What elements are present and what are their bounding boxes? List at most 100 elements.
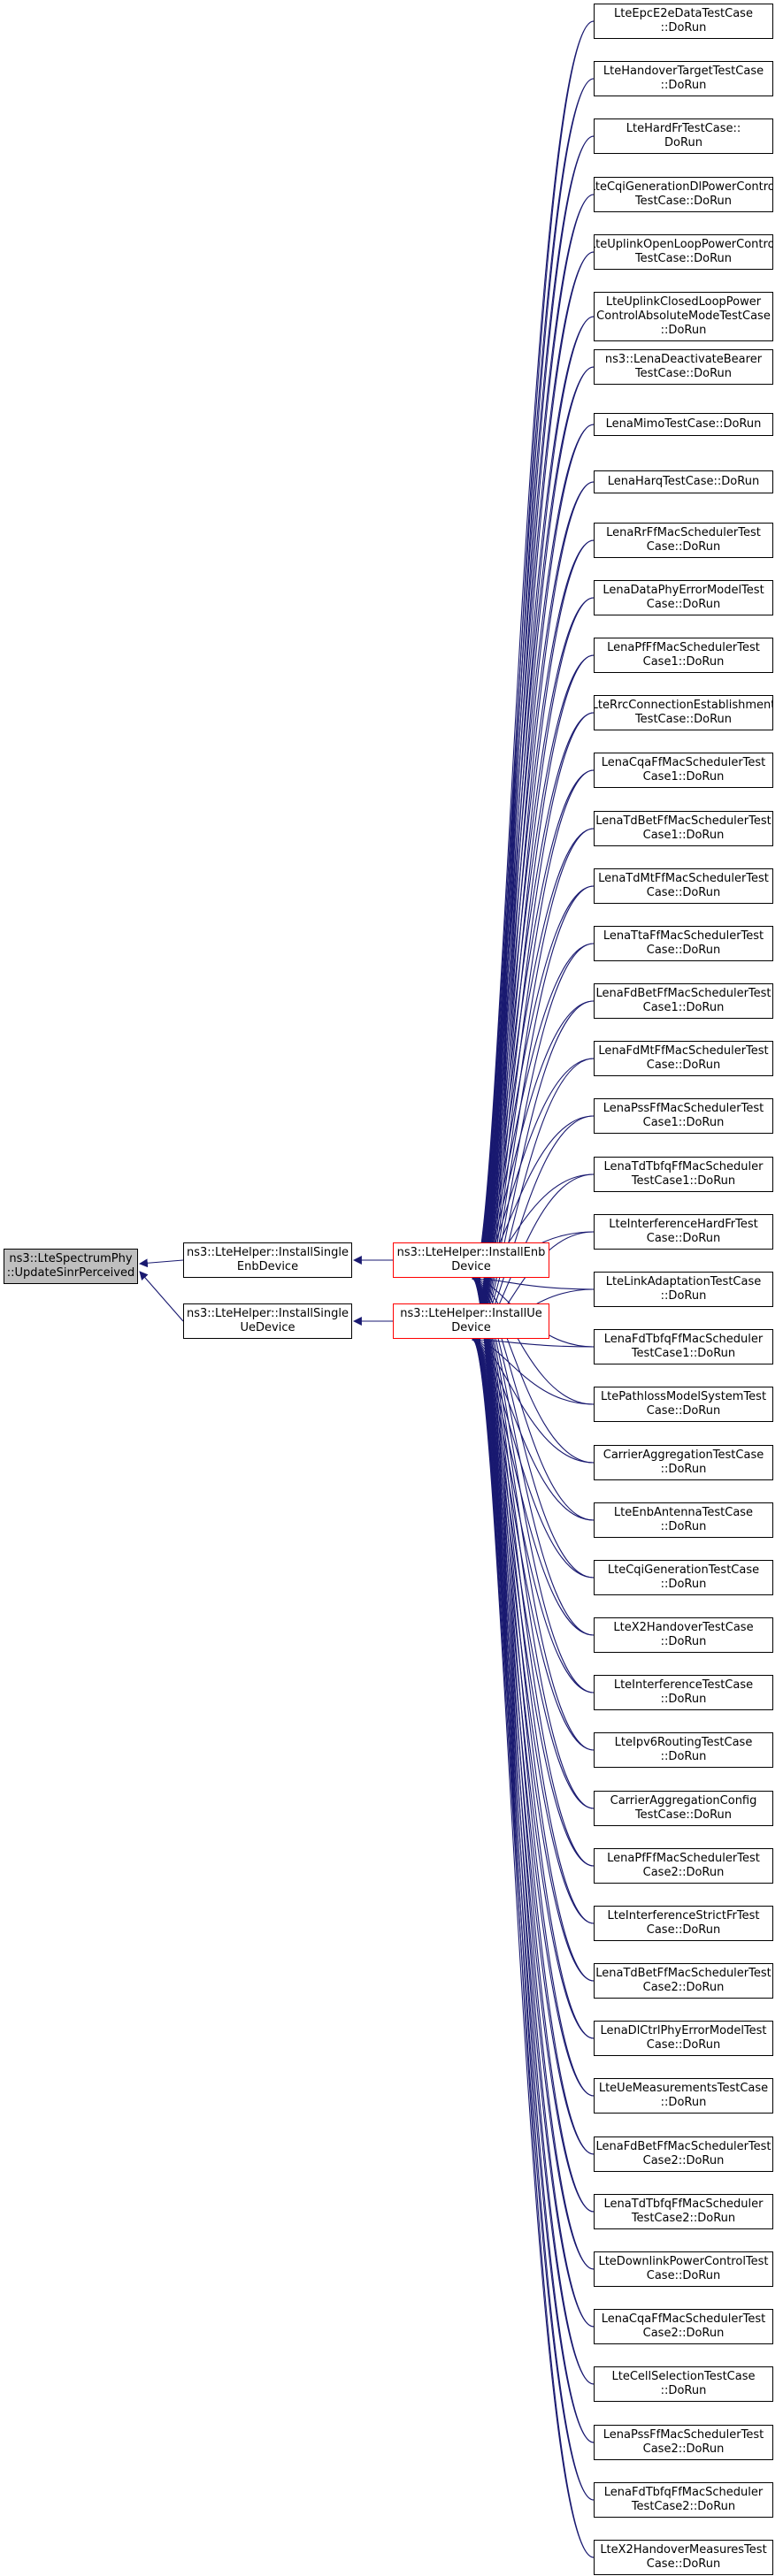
caller-node[interactable]: LteCqiGenerationTestCase::DoRun (594, 1560, 773, 1595)
caller-node-line: Case::DoRun (646, 944, 721, 957)
caller-node-line: LteRrcConnectionEstablishment (594, 699, 773, 712)
caller-node[interactable]: LteInterferenceTestCase::DoRun (594, 1675, 773, 1710)
edge-enb-single-to-root (139, 1258, 184, 1268)
caller-node-line: Case::DoRun (646, 2557, 721, 2571)
edge-caller-to-install-enb (472, 1274, 595, 1405)
caller-node-line: LteUeMeasurementsTestCase (598, 2082, 769, 2095)
node-line: UeDevice (240, 1321, 296, 1334)
caller-node-line: LteCqiGenerationDlPowerControl (594, 180, 773, 194)
edge-caller-to-install-enb (472, 1274, 595, 1521)
caller-node-line: ::DoRun (660, 21, 707, 34)
caller-node-line: ControlAbsoluteModeTestCase (596, 310, 771, 323)
node-install-ue-device[interactable]: ns3::LteHelper::InstallUe Device (393, 1303, 549, 1339)
caller-node[interactable]: LenaHarqTestCase::DoRun (594, 470, 773, 493)
caller-node-line: Case1::DoRun (642, 1001, 725, 1014)
edge-caller-to-install-enb (472, 1274, 595, 2558)
node-install-single-enb-device[interactable]: ns3::LteHelper::InstallSingle EnbDevice (183, 1242, 352, 1278)
caller-node-line: ::DoRun (660, 79, 707, 92)
caller-node[interactable]: LteLinkAdaptationTestCase::DoRun (594, 1272, 773, 1307)
caller-node[interactable]: CarrierAggregationTestCase::DoRun (594, 1445, 773, 1480)
caller-node-line: Case2::DoRun (642, 2154, 725, 2167)
caller-node[interactable]: LteEpcE2eDataTestCase::DoRun (594, 4, 773, 39)
caller-node-line: LteX2HandoverTestCase (613, 1621, 754, 1634)
edge-caller-to-install-enb (472, 539, 595, 1283)
edge-caller-to-install-enb (472, 78, 595, 1283)
caller-node-line: TestCase::DoRun (634, 367, 733, 380)
edge-caller-to-install-ue (472, 1335, 595, 1405)
caller-node-line: LenaMimoTestCase::DoRun (605, 417, 762, 431)
node-root-line-1: ns3::LteSpectrumPhy (9, 1252, 133, 1265)
caller-node-line: LteEnbAntennaTestCase (613, 1506, 754, 1519)
edge-caller-to-install-enb (472, 424, 595, 1283)
caller-node[interactable]: LteEnbAntennaTestCase::DoRun (594, 1502, 773, 1538)
caller-node-line: LenaRrFfMacSchedulerTest (606, 526, 761, 539)
caller-node-line: LteHardFrTestCase:: (626, 122, 741, 135)
caller-node-line: ::DoRun (660, 324, 707, 337)
caller-node-line: LteIpv6RoutingTestCase (614, 1736, 753, 1749)
caller-node[interactable]: LteHardFrTestCase::DoRun (594, 118, 773, 154)
caller-node[interactable]: LteIpv6RoutingTestCase::DoRun (594, 1732, 773, 1768)
node-line: Device (451, 1260, 491, 1273)
caller-node-line: LenaFdTbfqFfMacScheduler (603, 2486, 764, 2499)
caller-node-line: Case2::DoRun (642, 2327, 725, 2340)
caller-node-line: TestCase::DoRun (634, 195, 733, 208)
caller-node-line: Case1::DoRun (642, 829, 725, 842)
edge-caller-to-install-ue (472, 1335, 595, 1464)
caller-node-line: LenaDlCtrlPhyErrorModelTest (600, 2024, 767, 2037)
caller-node-line: TestCase::DoRun (634, 252, 733, 265)
edge-caller-to-install-enb (472, 1274, 595, 1290)
edge-caller-to-install-enb (472, 597, 595, 1283)
edge-caller-to-install-ue (472, 1335, 595, 2328)
caller-node[interactable]: LteCellSelectionTestCase::DoRun (594, 2366, 773, 2402)
caller-node-line: Case::DoRun (646, 1232, 721, 1245)
caller-node[interactable]: LteUeMeasurementsTestCase::DoRun (594, 2078, 773, 2114)
caller-node-line: CarrierAggregationConfig (610, 1794, 757, 1808)
caller-node-line: LenaFdMtFfMacSchedulerTest (598, 1044, 769, 1058)
caller-node[interactable]: LenaMimoTestCase::DoRun (594, 413, 773, 436)
node-root[interactable]: ns3::LteSpectrumPhy ::UpdateSinrPerceive… (4, 1249, 138, 1284)
caller-node-line: Case2::DoRun (642, 1866, 725, 1879)
node-install-enb-device[interactable]: ns3::LteHelper::InstallEnb Device (393, 1242, 549, 1278)
caller-node[interactable]: LteX2HandoverTestCase::DoRun (594, 1617, 773, 1653)
edge-caller-to-install-enb (472, 194, 595, 1283)
caller-node-line: Case::DoRun (646, 2038, 721, 2052)
edge-caller-to-install-enb (472, 1274, 595, 1693)
node-install-single-ue-device[interactable]: ns3::LteHelper::InstallSingle UeDevice (183, 1303, 352, 1339)
caller-node-line: LteLinkAdaptationTestCase (605, 1275, 762, 1288)
caller-node[interactable]: LteHandoverTargetTestCase::DoRun (594, 61, 773, 96)
caller-node-line: TestCase2::DoRun (631, 2212, 736, 2225)
caller-node-line: LenaTdBetFfMacSchedulerTest (595, 814, 771, 828)
node-line: ns3::LteHelper::InstallEnb (396, 1246, 546, 1259)
